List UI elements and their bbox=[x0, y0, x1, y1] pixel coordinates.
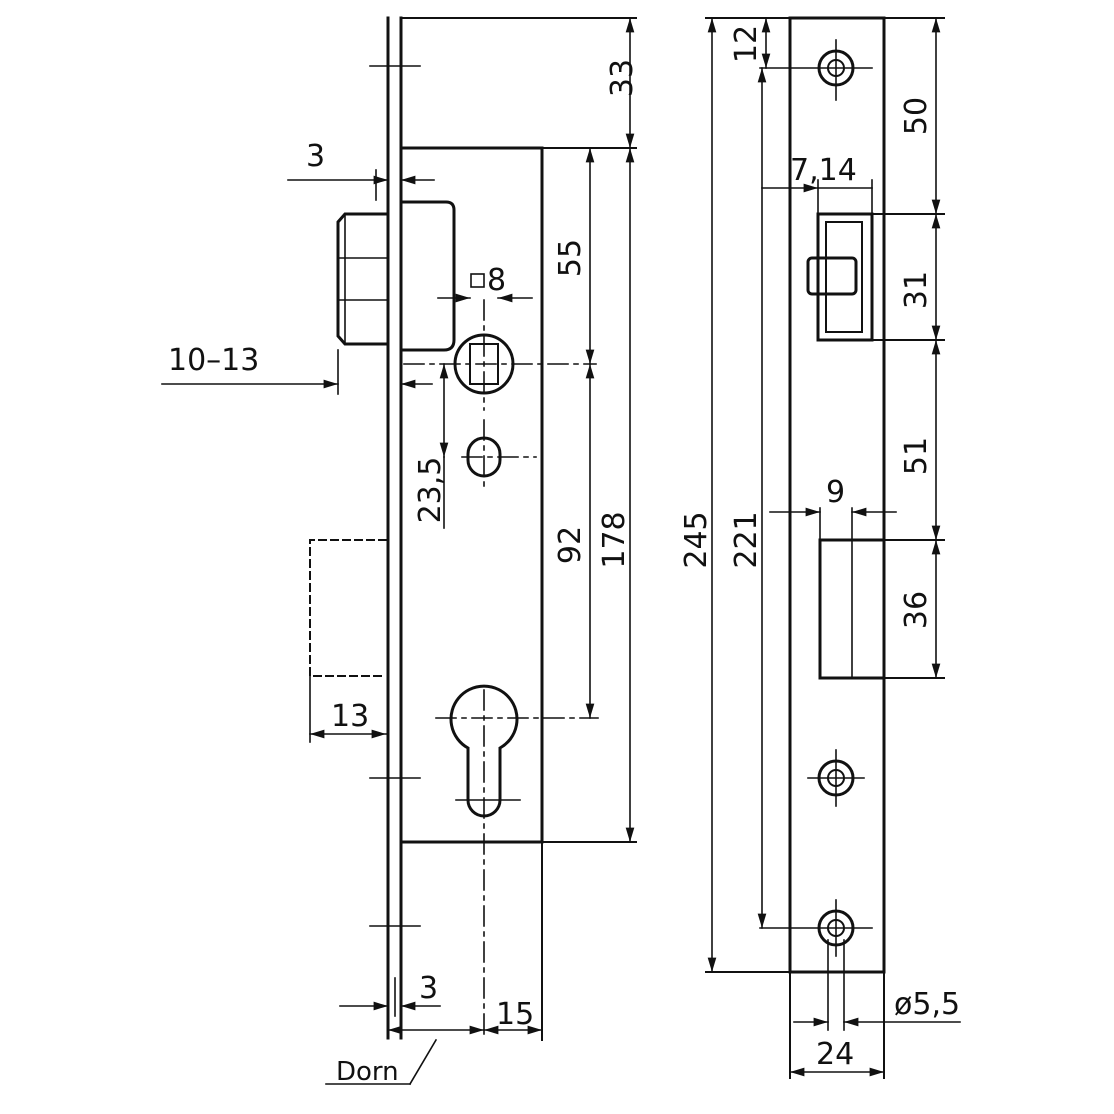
dim-33: 33 bbox=[605, 17, 640, 149]
dim-square-8: 8 bbox=[437, 263, 533, 303]
dim-12-label: 12 bbox=[729, 25, 764, 63]
dim-13-label: 13 bbox=[331, 699, 369, 734]
dim-dia-5-5: ø5,5 bbox=[793, 939, 961, 1031]
latch-opening bbox=[806, 212, 874, 342]
dim-square-8-label: 8 bbox=[487, 263, 506, 298]
dim-10-13-label: 10–13 bbox=[168, 343, 259, 378]
dim-24-label: 24 bbox=[816, 1037, 854, 1072]
dim-51: 51 bbox=[899, 339, 941, 541]
screw-hole-top bbox=[759, 39, 873, 101]
dorn-label: Dorn bbox=[336, 1057, 399, 1087]
dim-3-bottom-label: 3 bbox=[419, 971, 438, 1006]
dim-23-5: 23,5 bbox=[413, 363, 449, 529]
dim-9: 9 bbox=[769, 475, 897, 517]
dim-3-bottom: 3 bbox=[339, 971, 441, 1017]
dim-36: 36 bbox=[899, 539, 941, 679]
dim-178: 178 bbox=[597, 147, 635, 843]
dim-221-label: 221 bbox=[729, 511, 764, 568]
dim-55-label: 55 bbox=[553, 239, 588, 277]
dim-50-label: 50 bbox=[899, 97, 934, 135]
dim-12: 12 bbox=[729, 17, 771, 69]
dim-245-label: 245 bbox=[679, 511, 714, 568]
cylinder-cutout bbox=[435, 684, 599, 1041]
latch-bolt bbox=[336, 200, 456, 352]
dim-24: 24 bbox=[789, 1037, 885, 1077]
lock-case bbox=[399, 146, 544, 844]
secondary-hole bbox=[461, 419, 537, 493]
screw-hole-bottom bbox=[759, 899, 873, 957]
dim-36-label: 36 bbox=[899, 591, 934, 629]
dim-10-13: 10–13 bbox=[161, 343, 433, 395]
dim-50: 50 bbox=[899, 17, 941, 215]
dim-31-label: 31 bbox=[899, 271, 934, 309]
dim-221: 221 bbox=[729, 67, 767, 929]
dim-dia-5-5-label: ø5,5 bbox=[894, 987, 960, 1022]
follower-square-8 bbox=[403, 299, 597, 411]
dim-92: 92 bbox=[553, 363, 595, 719]
faceplate-front bbox=[788, 16, 886, 974]
dim-3-top: 3 bbox=[287, 139, 435, 201]
dim-31: 31 bbox=[899, 213, 941, 341]
dim-15-label: 15 bbox=[496, 997, 534, 1032]
dim-13: 13 bbox=[309, 699, 387, 739]
left-view: 33 3 8 55 10–13 bbox=[161, 16, 640, 1087]
dim-33-label: 33 bbox=[605, 59, 640, 97]
dim-3-top-label: 3 bbox=[306, 139, 325, 174]
dim-23-5-label: 23,5 bbox=[413, 457, 448, 524]
dim-92-label: 92 bbox=[553, 526, 588, 564]
dim-55: 55 bbox=[553, 147, 595, 365]
dim-178-label: 178 bbox=[597, 511, 632, 568]
bolt-opening bbox=[818, 507, 886, 680]
dim-15-dorn: 15 Dorn bbox=[325, 997, 543, 1087]
dim-51-label: 51 bbox=[899, 437, 934, 475]
screw-hole-middle bbox=[807, 749, 865, 807]
right-view: 12 245 221 7,14 50 bbox=[679, 16, 961, 1079]
dim-7-14-label: 7,14 bbox=[790, 153, 857, 188]
dim-9-label: 9 bbox=[826, 475, 845, 510]
dim-7-14: 7,14 bbox=[761, 153, 873, 215]
dim-245: 245 bbox=[679, 17, 717, 973]
